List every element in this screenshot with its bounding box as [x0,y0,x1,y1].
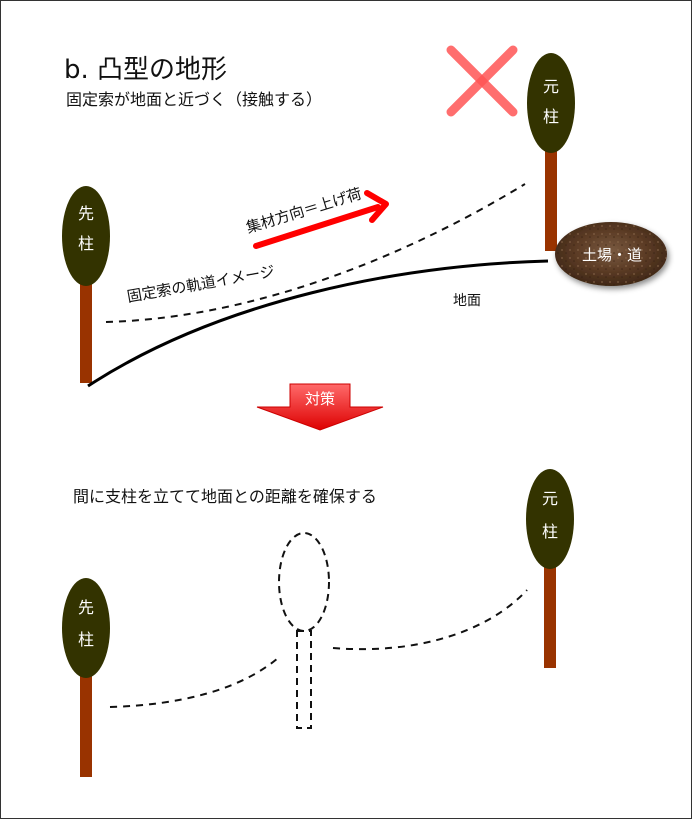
tail-tree-bottom: 元 柱 [526,469,574,668]
solution-caption: 間に支柱を立てて地面との距離を確保する [73,487,377,506]
countermeasure-arrow-icon [256,383,384,431]
head-tree-top: 先 柱 [62,186,110,383]
tree-trunk [80,282,92,383]
head-tree-bottom: 先 柱 [62,578,110,777]
tree-label-char: 柱 [78,234,94,253]
cross-mark-icon [446,45,518,117]
tree-crown [527,53,575,153]
diagram-title: b. 凸型の地形 [64,55,227,85]
tree-trunk [544,565,556,668]
tree-label-char: 柱 [542,522,558,541]
tree-label-char: 柱 [543,107,559,126]
tree-label-char: 先 [78,204,94,223]
tree-label-char: 先 [78,598,94,617]
intermediate-support-post [278,532,330,729]
diagram-subtitle: 固定索が地面と近づく（接触する） [66,90,322,109]
lift-direction-arrow-icon [253,190,389,249]
tree-label-char: 元 [543,77,559,96]
tree-trunk [545,150,557,251]
tree-crown [526,469,574,569]
landing-label: 土場・道 [582,246,642,264]
tree-crown [62,578,110,678]
tree-trunk [80,676,92,777]
ground-label: 地面 [453,293,481,309]
landing-area [555,222,667,286]
tree-label-char: 柱 [78,630,94,649]
ground-line [87,259,549,388]
tree-label-char: 元 [542,489,558,508]
tail-tree-top: 元 柱 [527,53,575,251]
cable-trajectory-line [105,183,526,323]
cable-segment-left [109,657,279,708]
cable-segment-right [332,589,528,651]
tree-crown [62,186,110,286]
countermeasure-label: 対策 [305,390,335,408]
